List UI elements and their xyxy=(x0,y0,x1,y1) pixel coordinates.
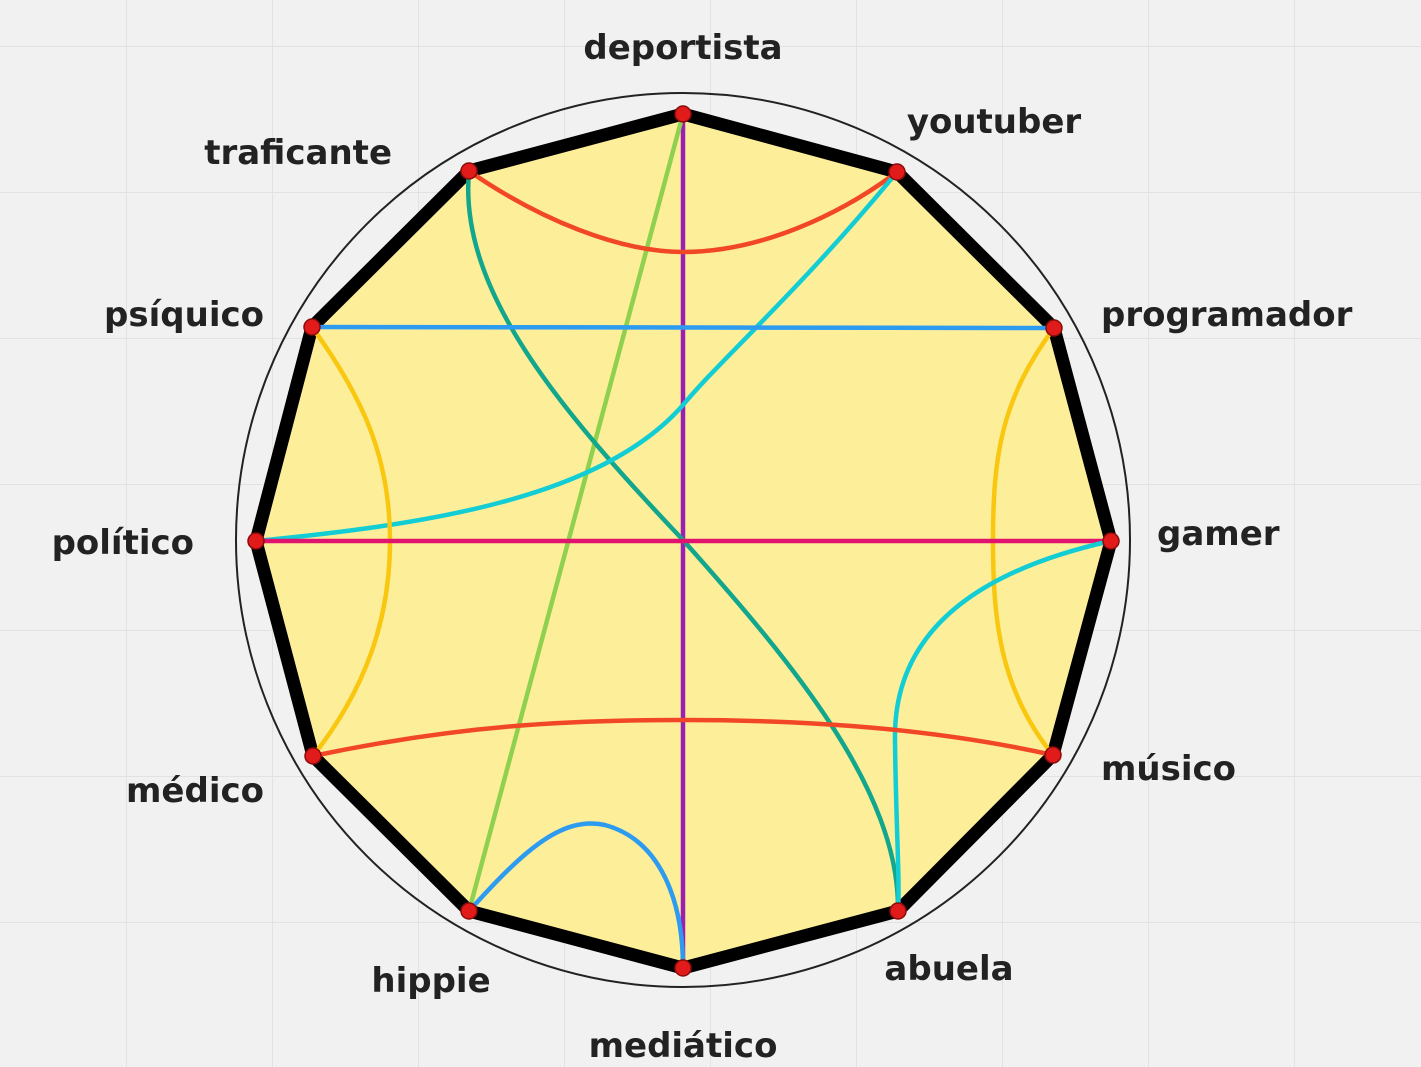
node-dot-hippie[interactable] xyxy=(460,902,478,920)
node-label-deportista[interactable]: deportista xyxy=(583,28,782,68)
node-label-programador[interactable]: programador xyxy=(1101,295,1353,335)
node-dot-abuela[interactable] xyxy=(889,902,907,920)
node-label-abuela[interactable]: abuela xyxy=(884,949,1013,989)
connector-gamer-abuela[interactable] xyxy=(892,538,1114,914)
node-dot-group xyxy=(247,105,1120,977)
connector-group xyxy=(253,111,1114,971)
node-dot-deportista[interactable] xyxy=(674,105,692,123)
connector-hippie-mediatico[interactable] xyxy=(466,821,686,971)
node-dot-programador[interactable] xyxy=(1045,319,1063,337)
node-dot-medico[interactable] xyxy=(304,747,322,765)
node-dot-politico[interactable] xyxy=(247,532,265,550)
node-dot-youtuber[interactable] xyxy=(888,163,906,181)
connector-medico-musico[interactable] xyxy=(310,717,1056,759)
node-label-psiquico[interactable]: psíquico xyxy=(104,295,264,335)
node-label-mediatico[interactable]: mediático xyxy=(589,1026,778,1066)
node-label-traficante[interactable]: traficante xyxy=(204,133,392,173)
label-group: deportista youtuber programador gamer músico… xyxy=(52,28,1353,1066)
node-label-musico[interactable]: músico xyxy=(1101,749,1236,789)
node-label-medico[interactable]: médico xyxy=(126,771,264,811)
outer-circle xyxy=(235,92,1131,988)
connector-traficante-youtuber[interactable] xyxy=(466,168,900,255)
connector-psiquico-programador[interactable] xyxy=(309,324,1057,331)
node-label-politico[interactable]: político xyxy=(52,523,194,563)
node-dot-musico[interactable] xyxy=(1044,746,1062,764)
node-dot-gamer[interactable] xyxy=(1102,532,1120,550)
node-dot-mediatico[interactable] xyxy=(674,959,692,977)
node-label-hippie[interactable]: hippie xyxy=(371,961,490,1001)
node-label-gamer[interactable]: gamer xyxy=(1157,514,1280,554)
node-label-youtuber[interactable]: youtuber xyxy=(907,102,1082,142)
node-dot-traficante[interactable] xyxy=(460,162,478,180)
connector-youtuber-politico[interactable] xyxy=(253,169,900,544)
node-dot-psiquico[interactable] xyxy=(303,318,321,336)
